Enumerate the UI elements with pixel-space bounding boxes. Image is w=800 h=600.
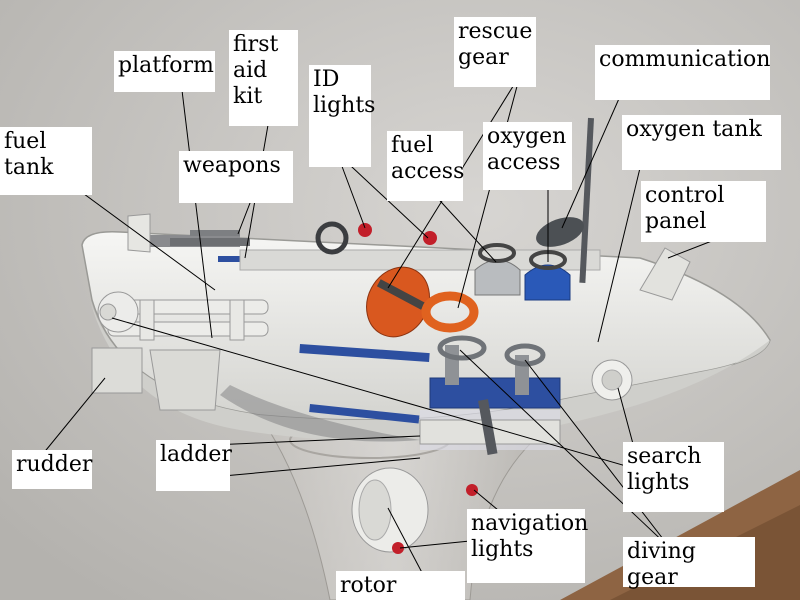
label-navigation-lights: navigation lights (467, 509, 588, 583)
id-light (358, 223, 372, 237)
rudder-part (91, 347, 143, 394)
navigation-light (466, 484, 478, 496)
label-oxygen-access: oxygen access (483, 122, 572, 190)
label-rudder: rudder (12, 450, 92, 489)
label-weapons: weapons (179, 151, 293, 203)
label-ladder: ladder (156, 440, 232, 491)
label-diving-gear: diving gear (623, 537, 755, 590)
label-oxygen-tank: oxygen tank (622, 115, 781, 170)
label-control-panel: control panel (641, 181, 766, 242)
label-communication: communication (595, 45, 770, 100)
label-fuel-access: fuel access (387, 131, 464, 201)
rotor-part (351, 467, 429, 553)
label-first-aid-kit: first aid kit (229, 30, 298, 126)
label-rotor: rotor (336, 571, 465, 600)
label-fuel-tank: fuel tank (0, 127, 92, 195)
label-id-lights: ID lights (309, 65, 375, 167)
label-rescue-gear: rescue gear (454, 17, 536, 87)
label-search-lights: search lights (623, 442, 724, 512)
label-platform: platform (114, 51, 215, 92)
